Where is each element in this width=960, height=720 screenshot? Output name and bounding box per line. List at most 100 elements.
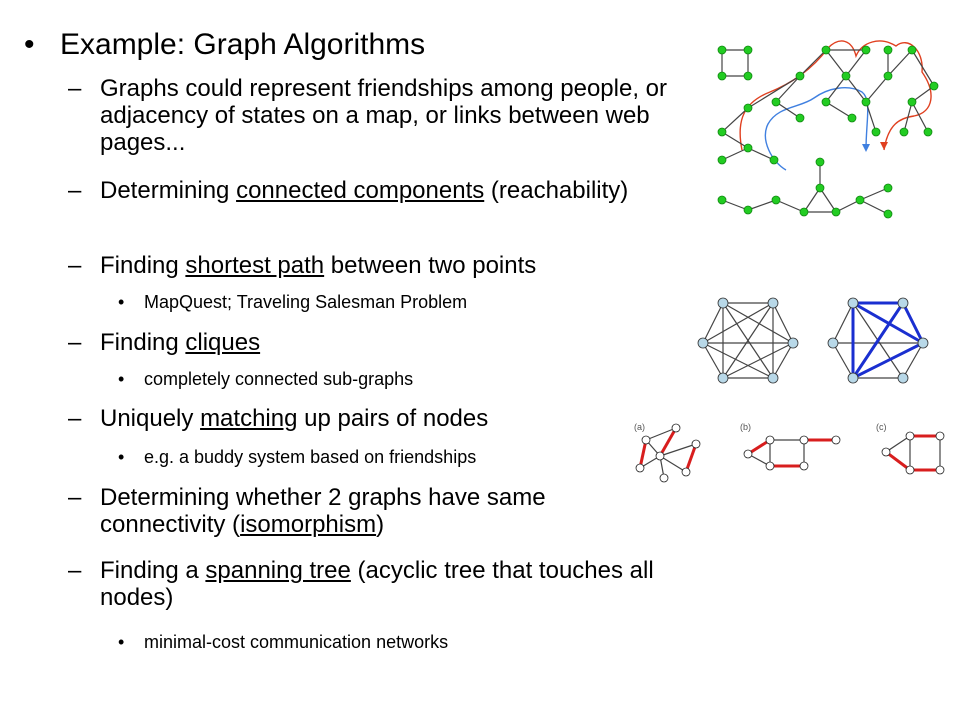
graph-node bbox=[871, 127, 881, 137]
graph-node bbox=[743, 45, 753, 55]
graph-node bbox=[821, 45, 831, 55]
graph-edge bbox=[684, 443, 698, 473]
title-text: Example: Graph Algorithms bbox=[60, 28, 426, 61]
graph-edge bbox=[911, 101, 929, 133]
graph-edge bbox=[659, 455, 687, 473]
graph-node bbox=[681, 467, 691, 477]
graph-node bbox=[923, 127, 933, 137]
item-text: (reachability) bbox=[484, 177, 629, 204]
item-text: Finding bbox=[100, 329, 186, 356]
graph-node bbox=[717, 71, 727, 81]
graph-node bbox=[765, 461, 775, 471]
graph-edge bbox=[702, 302, 724, 344]
graph-node bbox=[743, 143, 753, 153]
dash: – bbox=[68, 75, 82, 102]
graph-edge bbox=[722, 302, 794, 344]
graph-edge bbox=[775, 75, 801, 103]
graph-node bbox=[769, 155, 779, 165]
dash: – bbox=[68, 329, 82, 356]
dash: – bbox=[68, 252, 82, 279]
graph-node bbox=[787, 337, 799, 349]
graph-node bbox=[861, 45, 871, 55]
graph-node bbox=[883, 71, 893, 81]
item-text: Determining bbox=[100, 177, 237, 204]
graph-node bbox=[641, 435, 651, 445]
matching-panel-label-b: (b) bbox=[740, 422, 751, 432]
graph-edge bbox=[835, 199, 861, 213]
term-connected-components: connected components bbox=[236, 177, 485, 204]
graph-node bbox=[855, 195, 865, 205]
graph-edge bbox=[885, 450, 911, 472]
graph-node bbox=[767, 297, 779, 309]
graph-edge bbox=[832, 302, 854, 344]
graph-node bbox=[883, 45, 893, 55]
item-text: Finding a bbox=[100, 557, 206, 584]
graph-edge bbox=[721, 199, 749, 211]
connected-components-figure bbox=[717, 40, 939, 219]
graph-edge bbox=[659, 443, 697, 457]
graph-node bbox=[795, 113, 805, 123]
sub-bullet: • bbox=[118, 369, 125, 389]
graph-node bbox=[897, 372, 909, 384]
graph-edge bbox=[832, 342, 854, 379]
sub-bullet: • bbox=[118, 447, 125, 467]
graph-edge bbox=[721, 107, 749, 133]
graph-edge bbox=[852, 341, 924, 380]
graph-edge bbox=[702, 342, 724, 379]
graph-edge bbox=[772, 302, 794, 344]
sub-bullet: • bbox=[118, 632, 125, 652]
graph-node bbox=[697, 337, 709, 349]
graph-node bbox=[899, 127, 909, 137]
graph-edge bbox=[803, 187, 821, 213]
graph-node bbox=[935, 465, 945, 475]
graph-node bbox=[799, 461, 809, 471]
term-shortest-path: shortest path bbox=[185, 252, 325, 279]
item-text: Graphs could represent friendships among… bbox=[100, 75, 667, 156]
graph-node bbox=[717, 372, 729, 384]
graph-node bbox=[717, 155, 727, 165]
graph-edge bbox=[902, 342, 924, 379]
graph-node bbox=[659, 473, 669, 483]
item-text: ) bbox=[376, 511, 385, 538]
dash: – bbox=[68, 405, 82, 432]
graph-node bbox=[861, 97, 871, 107]
item-text: between two points bbox=[324, 252, 537, 279]
graph-node bbox=[831, 207, 841, 217]
graph-node bbox=[799, 435, 809, 445]
graph-edge bbox=[865, 101, 877, 133]
path-blue bbox=[764, 87, 869, 171]
graph-node bbox=[907, 45, 917, 55]
graph-node bbox=[743, 449, 753, 459]
slide-title: •Example: Graph Algorithms bbox=[24, 28, 425, 62]
graph-edge bbox=[819, 187, 837, 213]
path-red-arrowhead bbox=[880, 142, 888, 150]
graph-edge bbox=[747, 147, 775, 161]
graph-edge bbox=[772, 342, 794, 379]
graph-edge bbox=[903, 101, 913, 133]
graph-edge bbox=[825, 75, 847, 103]
graph-edge bbox=[799, 49, 827, 77]
graph-edge bbox=[721, 131, 749, 149]
subitem-buddy-system: •e.g. a buddy system based on friendship… bbox=[118, 446, 476, 468]
graph-edge bbox=[851, 302, 905, 379]
subitem-mapquest: •MapQuest; Traveling Salesman Problem bbox=[118, 291, 467, 313]
graph-node bbox=[743, 71, 753, 81]
graph-edge bbox=[722, 302, 774, 379]
graph-edge bbox=[901, 302, 925, 344]
graph-node bbox=[815, 157, 825, 167]
subitem-text: minimal-cost communication networks bbox=[144, 632, 449, 652]
graph-node bbox=[847, 372, 859, 384]
graph-edge bbox=[845, 75, 867, 103]
dash: – bbox=[68, 177, 82, 204]
graph-edge bbox=[885, 435, 911, 453]
graph-node bbox=[691, 439, 701, 449]
graph-edge bbox=[702, 302, 774, 344]
matching-figure: (a) (b) (c) bbox=[634, 422, 945, 483]
term-spanning-tree: spanning tree bbox=[205, 557, 351, 584]
graph-edge bbox=[775, 199, 805, 213]
subitem-text: MapQuest; Traveling Salesman Problem bbox=[144, 292, 468, 312]
graph-edge bbox=[911, 49, 935, 87]
graph-edge bbox=[638, 439, 648, 469]
